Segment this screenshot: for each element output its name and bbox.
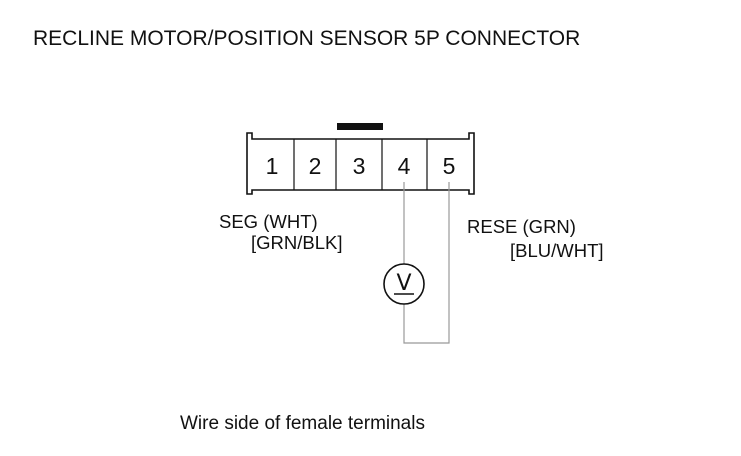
left-wire-name: SEG (WHT) <box>219 211 318 232</box>
voltmeter-symbol: V <box>396 271 411 296</box>
connector-latch <box>337 123 383 130</box>
pin-number: 1 <box>266 153 279 179</box>
pin-number: 2 <box>309 153 322 179</box>
pin-number: 3 <box>353 153 366 179</box>
right-wire-name: RESE (GRN) <box>467 216 576 237</box>
connector-housing <box>246 123 475 195</box>
pin-number: 5 <box>443 153 456 179</box>
probe-wires <box>403 182 450 344</box>
voltmeter-icon: V <box>383 263 425 305</box>
diagram-title: RECLINE MOTOR/POSITION SENSOR 5P CONNECT… <box>33 27 580 50</box>
right-wire-alt-color: [BLU/WHT] <box>510 240 604 261</box>
pin-number: 4 <box>398 153 411 179</box>
wire-loop <box>403 182 450 344</box>
diagram-caption: Wire side of female terminals <box>180 413 425 434</box>
left-wire-alt-color: [GRN/BLK] <box>251 232 343 253</box>
connector-outline <box>246 132 475 195</box>
